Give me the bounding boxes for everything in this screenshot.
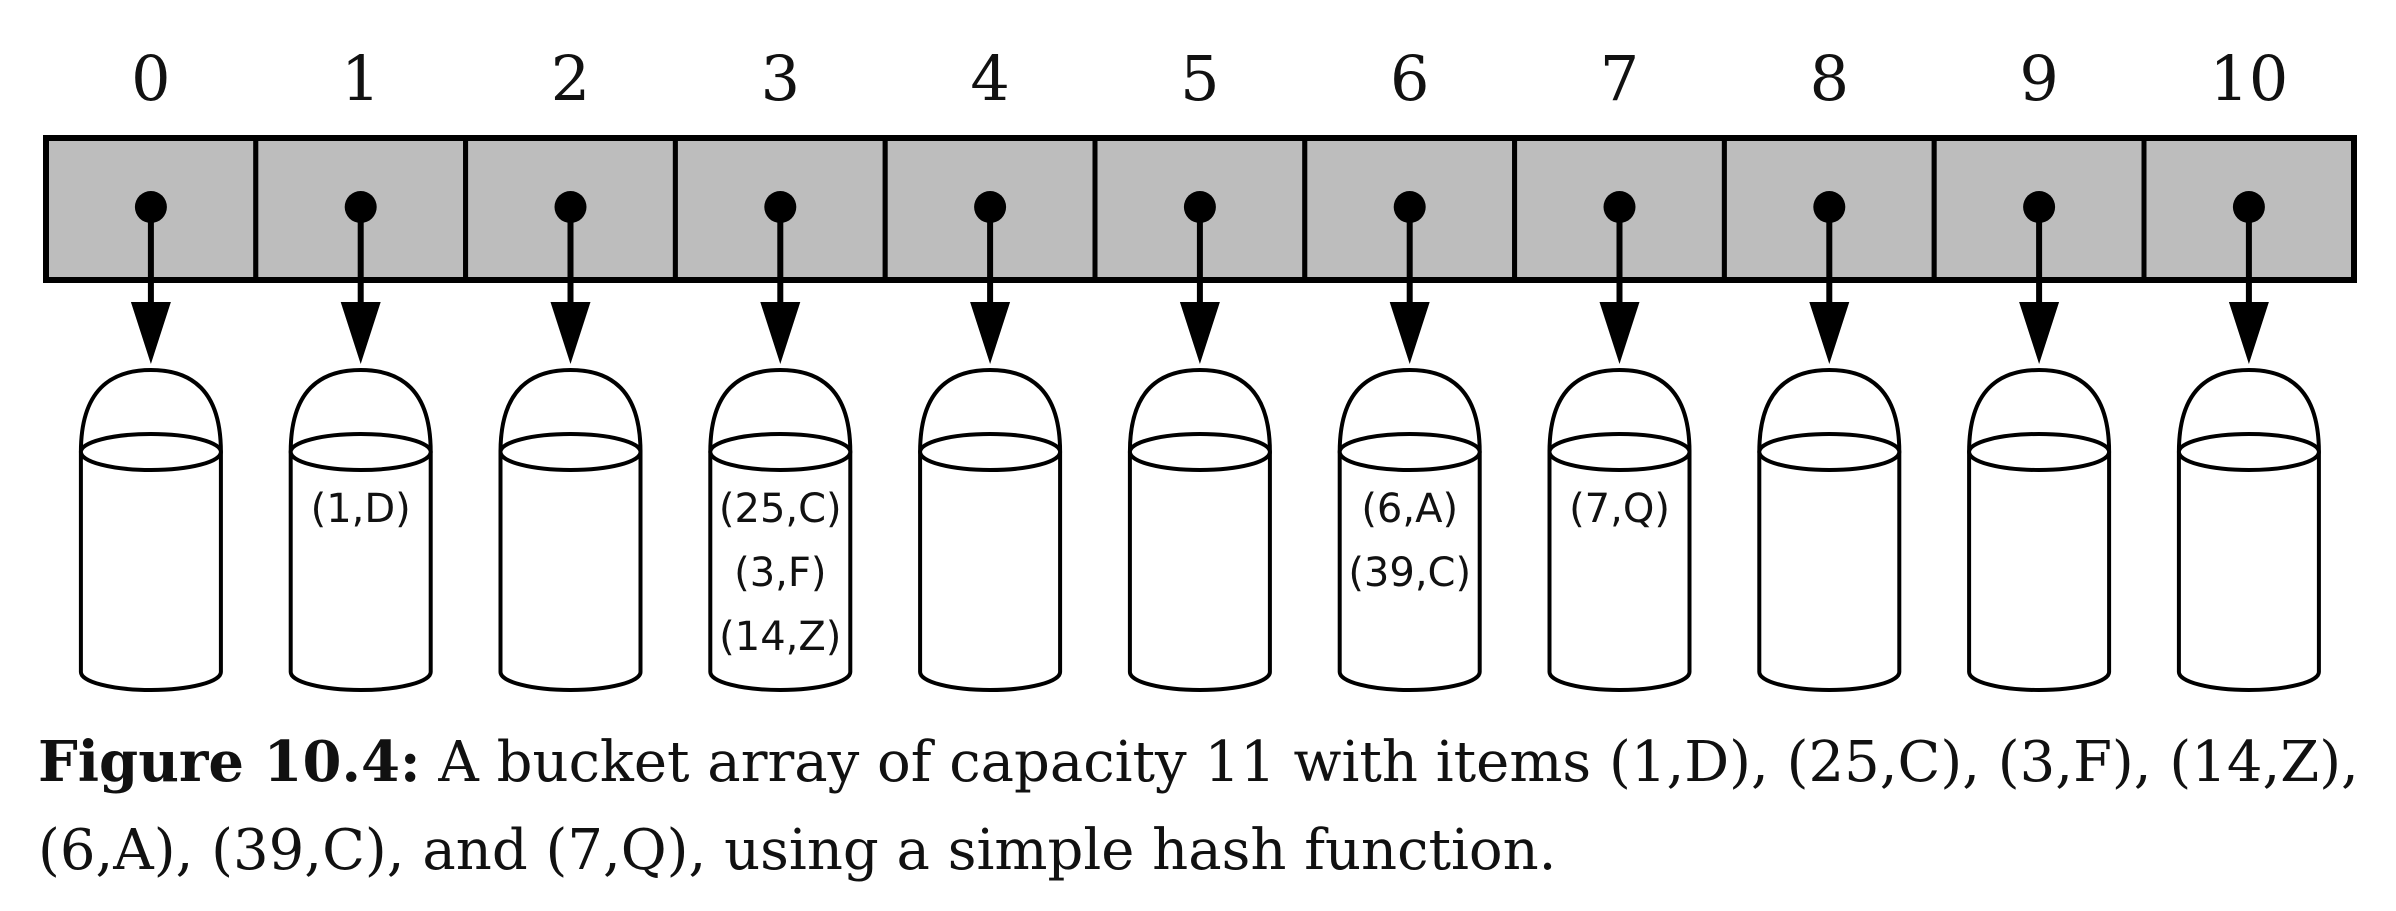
bucket-6: (6,A) (39,C) <box>1337 367 1482 692</box>
bucket-outline <box>1127 367 1272 692</box>
bucket-item: (25,C) <box>719 486 842 532</box>
index-label-10: 10 <box>2209 42 2288 115</box>
figure-label: Figure 10.4: <box>38 729 421 795</box>
bucket-outline <box>78 367 223 692</box>
pointer-arrowhead-4 <box>970 302 1011 364</box>
pointer-arrowhead-0 <box>130 302 171 364</box>
pointer-arrowhead-10 <box>2228 302 2269 364</box>
bucket-item: (3,F) <box>734 550 826 596</box>
pointer-arrowhead-7 <box>1599 302 1640 364</box>
bucket-2 <box>498 367 643 692</box>
bucket-rim <box>1967 432 2112 472</box>
pointer-arrowhead-2 <box>550 302 591 364</box>
index-label-4: 4 <box>970 42 1009 115</box>
bucket-10 <box>2176 367 2321 692</box>
bucket-rim <box>1757 432 1902 472</box>
bucket-0 <box>78 367 223 692</box>
bucket-8 <box>1757 367 1902 692</box>
bucket-rim <box>1127 432 1272 472</box>
bucket-outline <box>1757 367 1902 692</box>
bucket-rim <box>498 432 643 472</box>
bucket-3: (25,C) (3,F) (14,Z) <box>708 367 853 692</box>
bucket-rim <box>2176 432 2321 472</box>
bucket-7: (7,Q) <box>1547 367 1692 692</box>
bucket-rim <box>1547 432 1692 472</box>
index-labels: 0 1 2 3 4 5 6 7 8 9 10 <box>131 42 2288 115</box>
bucket-4 <box>918 367 1063 692</box>
figure-caption: Figure 10.4: A bucket array of capacity … <box>38 718 2378 895</box>
bucket-item: (7,Q) <box>1569 486 1670 532</box>
bucket-outline <box>1967 367 2112 692</box>
index-label-5: 5 <box>1180 42 1219 115</box>
pointer-arrowhead-9 <box>2019 302 2060 364</box>
bucket-outline <box>498 367 643 692</box>
bucket-item: (14,Z) <box>719 614 841 660</box>
bucket-rim <box>1337 432 1482 472</box>
bucket-9 <box>1967 367 2112 692</box>
index-label-8: 8 <box>1810 42 1849 115</box>
buckets: (1,D) (25,C) (3,F) (14,Z) (6,A) (39,C) (7,Q) <box>78 367 2321 692</box>
pointer-arrowhead-8 <box>1809 302 1850 364</box>
bucket-outline <box>918 367 1063 692</box>
pointer-arrowhead-1 <box>340 302 381 364</box>
bucket-rim <box>708 432 853 472</box>
pointer-arrowhead-6 <box>1389 302 1430 364</box>
bucket-5 <box>1127 367 1272 692</box>
bucket-array-diagram: 0 1 2 3 4 5 6 7 8 9 10 (1,D) (25,C) (3,F) (14,Z) (6,A)… <box>43 42 2357 692</box>
index-label-7: 7 <box>1600 42 1639 115</box>
bucket-item: (39,C) <box>1348 550 1471 596</box>
pointer-arrowhead-3 <box>760 302 801 364</box>
pointer-arrowhead-5 <box>1179 302 1220 364</box>
bucket-item: (1,D) <box>311 486 411 532</box>
bucket-rim <box>918 432 1063 472</box>
index-label-0: 0 <box>131 42 170 115</box>
bucket-rim <box>78 432 223 472</box>
index-label-3: 3 <box>761 42 800 115</box>
index-label-9: 9 <box>2019 42 2058 115</box>
index-label-1: 1 <box>341 42 380 115</box>
bucket-rim <box>288 432 433 472</box>
index-label-6: 6 <box>1390 42 1429 115</box>
figure-text: A bucket array of capacity 11 with items… <box>38 730 2359 883</box>
bucket-item: (6,A) <box>1361 486 1458 532</box>
index-label-2: 2 <box>551 42 590 115</box>
bucket-outline <box>2176 367 2321 692</box>
bucket-1: (1,D) <box>288 367 433 692</box>
pointers <box>130 191 2269 364</box>
